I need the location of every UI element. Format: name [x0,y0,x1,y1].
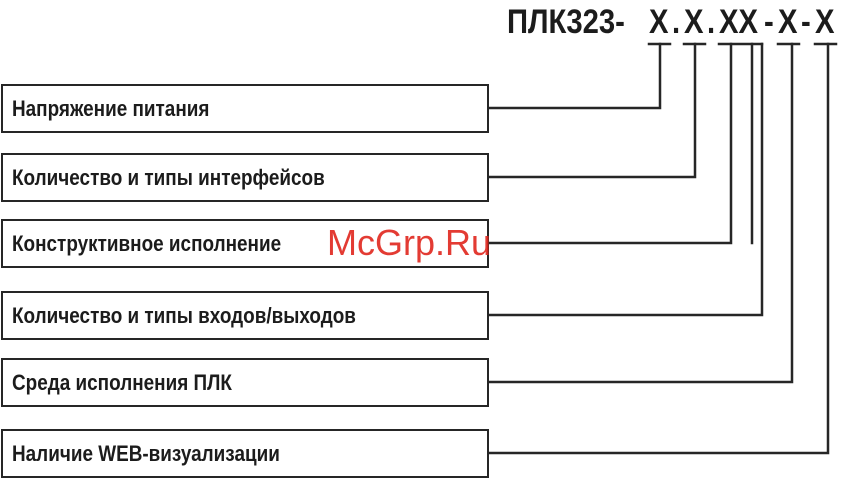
field-web-visualization: Наличие WEB-визуализации [1,429,489,478]
field-interfaces-label: Количество и типы интерфейсов [12,165,325,191]
field-supply-voltage: Напряжение питания [1,84,489,133]
connector-web [489,44,828,453]
field-inputs-outputs: Количество и типы входов/выходов [1,291,489,340]
field-web-visualization-label: Наличие WEB-визуализации [12,441,280,467]
field-runtime-label: Среда исполнения ПЛК [12,370,232,396]
connector-supply-voltage [489,44,660,108]
field-runtime: Среда исполнения ПЛК [1,358,489,407]
connector-io [489,44,762,315]
connector-interfaces [489,44,695,177]
field-interfaces: Количество и типы интерфейсов [1,153,489,202]
watermark: McGrp.Ru [327,222,491,264]
connector-runtime [489,44,792,382]
field-design-label: Конструктивное исполнение [12,231,281,257]
field-supply-voltage-label: Напряжение питания [12,96,209,122]
field-inputs-outputs-label: Количество и типы входов/выходов [12,303,356,329]
